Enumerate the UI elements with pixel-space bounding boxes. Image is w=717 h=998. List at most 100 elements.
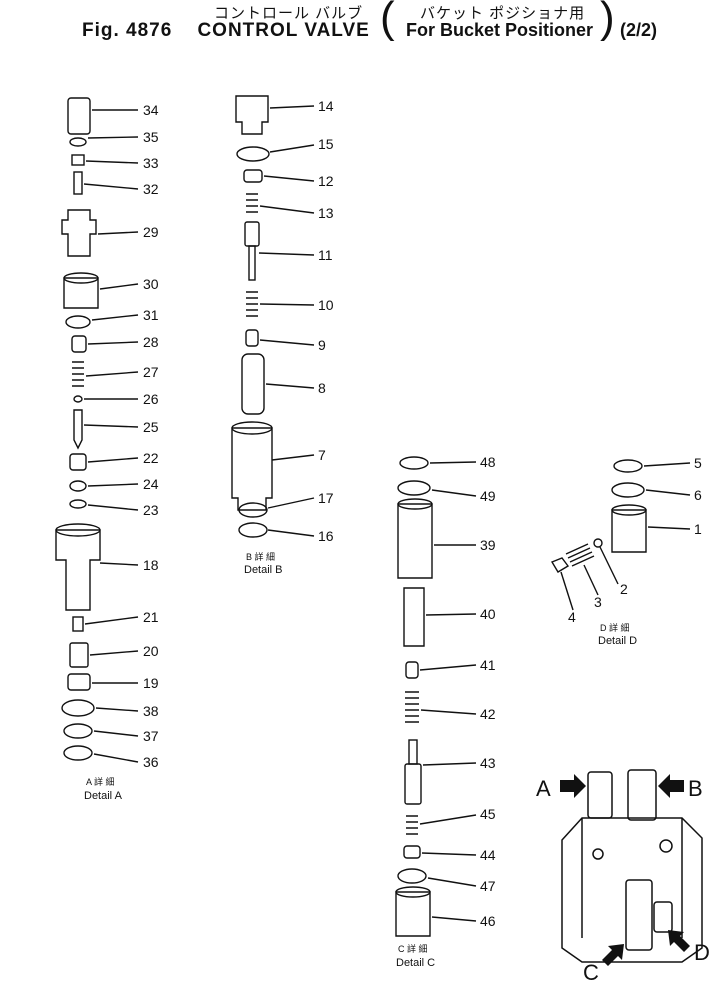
callout-39: 39 (480, 537, 496, 553)
part-38-oring (61, 699, 95, 717)
detail-c-group (395, 456, 477, 937)
part-28-plug (71, 335, 87, 353)
callout-40: 40 (480, 606, 496, 622)
part-40-spool (403, 587, 425, 647)
part-19-plug (67, 673, 91, 691)
part-3-spring (565, 543, 595, 567)
callout-26: 26 (143, 391, 159, 407)
callout-34: 34 (143, 102, 159, 118)
part-43-stem (404, 763, 422, 805)
arrow-c-icon (602, 944, 624, 966)
callout-28: 28 (143, 334, 159, 350)
detail-c-label-jp: C 詳 細 (398, 943, 428, 954)
callout-24: 24 (143, 476, 159, 492)
part-20-spool (69, 642, 89, 668)
part-26-ball (73, 395, 83, 403)
detail-b-numbers: 14 15 12 13 11 10 9 8 7 17 16 (318, 98, 334, 544)
detail-d-numbers: 5 6 1 2 3 4 (568, 455, 702, 625)
part-16-oring (238, 522, 268, 538)
part-24-ring (69, 480, 87, 492)
callout-2: 2 (620, 581, 628, 597)
figure-title: Fig. 4876 CONTROL VALVE (82, 20, 370, 42)
callout-8: 8 (318, 380, 326, 396)
callout-14: 14 (318, 98, 334, 114)
part-25-pin (73, 409, 83, 450)
part-8-spool (241, 353, 265, 415)
callout-4: 4 (568, 609, 576, 625)
part-34-cap (67, 97, 91, 135)
callout-45: 45 (480, 806, 496, 822)
subtitle-japanese: バケット ポジショナ用 (420, 5, 586, 22)
part-1-body (611, 509, 647, 553)
callout-21: 21 (143, 609, 159, 625)
detail-c-numbers: 48 49 39 40 41 42 43 45 44 47 46 (480, 454, 496, 929)
part-11-stem (244, 221, 260, 247)
detail-a-label: Detail A (84, 790, 123, 802)
part-32-screw (73, 171, 83, 195)
callout-15: 15 (318, 136, 334, 152)
part-41-plug (405, 661, 419, 679)
part-10-spring (246, 291, 258, 317)
detail-d-label-jp: D 詳 細 (600, 622, 630, 633)
part-5-oring (613, 459, 643, 473)
part-22-seat (69, 453, 87, 471)
callout-3: 3 (594, 594, 602, 610)
detail-d-label: Detail D (598, 635, 637, 647)
figure-number: Fig. 4876 (82, 20, 173, 41)
part-46-plug (395, 891, 431, 937)
detail-a-numbers: 34 35 33 32 29 30 31 28 27 26 25 22 24 2… (143, 102, 159, 770)
callout-25: 25 (143, 419, 159, 435)
callout-20: 20 (143, 643, 159, 659)
part-4-nut (550, 557, 570, 573)
part-29-body (61, 209, 97, 257)
callout-11: 11 (318, 247, 333, 263)
part-37-ring (63, 723, 93, 739)
callout-48: 48 (480, 454, 496, 470)
part-49-oring (397, 480, 431, 496)
callout-42: 42 (480, 706, 496, 722)
part-30-nut (63, 277, 99, 309)
part-21-spring (72, 616, 84, 632)
detail-a-group (55, 97, 139, 763)
callout-46: 46 (480, 913, 496, 929)
callout-7: 7 (318, 447, 326, 463)
assembly-cartridge-b (627, 769, 657, 821)
callout-16: 16 (318, 528, 334, 544)
callout-47: 47 (480, 878, 496, 894)
part-18-body (55, 529, 101, 611)
part-47-oring (397, 868, 427, 884)
assembly-label-b: B (688, 776, 703, 801)
page-indicator: (2/2) (620, 20, 658, 40)
callout-38: 38 (143, 703, 159, 719)
arrow-b-icon (658, 774, 684, 798)
callout-33: 33 (143, 155, 159, 171)
part-2-ball (593, 538, 603, 548)
open-bracket: ( (380, 0, 395, 42)
assembly-label-a: A (536, 776, 551, 801)
callout-9: 9 (318, 337, 326, 353)
title-japanese: コントロール バルブ (214, 5, 364, 22)
part-44-nut (403, 845, 421, 859)
detail-b-label: Detail B (244, 564, 283, 576)
part-7-sleeve (231, 427, 273, 511)
part-45-spring (406, 815, 418, 835)
detail-c-label: Detail C (396, 957, 435, 969)
part-48-oring (399, 456, 429, 470)
callout-6: 6 (694, 487, 702, 503)
callout-12: 12 (318, 173, 334, 189)
close-bracket: ) (600, 0, 615, 42)
part-42-spring (405, 691, 419, 723)
callout-18: 18 (143, 557, 159, 573)
callout-5: 5 (694, 455, 702, 471)
part-39-sleeve (397, 503, 433, 579)
assembly-label-c: C (583, 960, 599, 985)
callout-43: 43 (480, 755, 496, 771)
assembly-cartridge-a (587, 771, 613, 819)
assembly-cartridge-c (625, 879, 653, 951)
callout-13: 13 (318, 205, 334, 221)
callout-22: 22 (143, 450, 159, 466)
assembly-label-d: D (694, 940, 710, 965)
callout-36: 36 (143, 754, 159, 770)
